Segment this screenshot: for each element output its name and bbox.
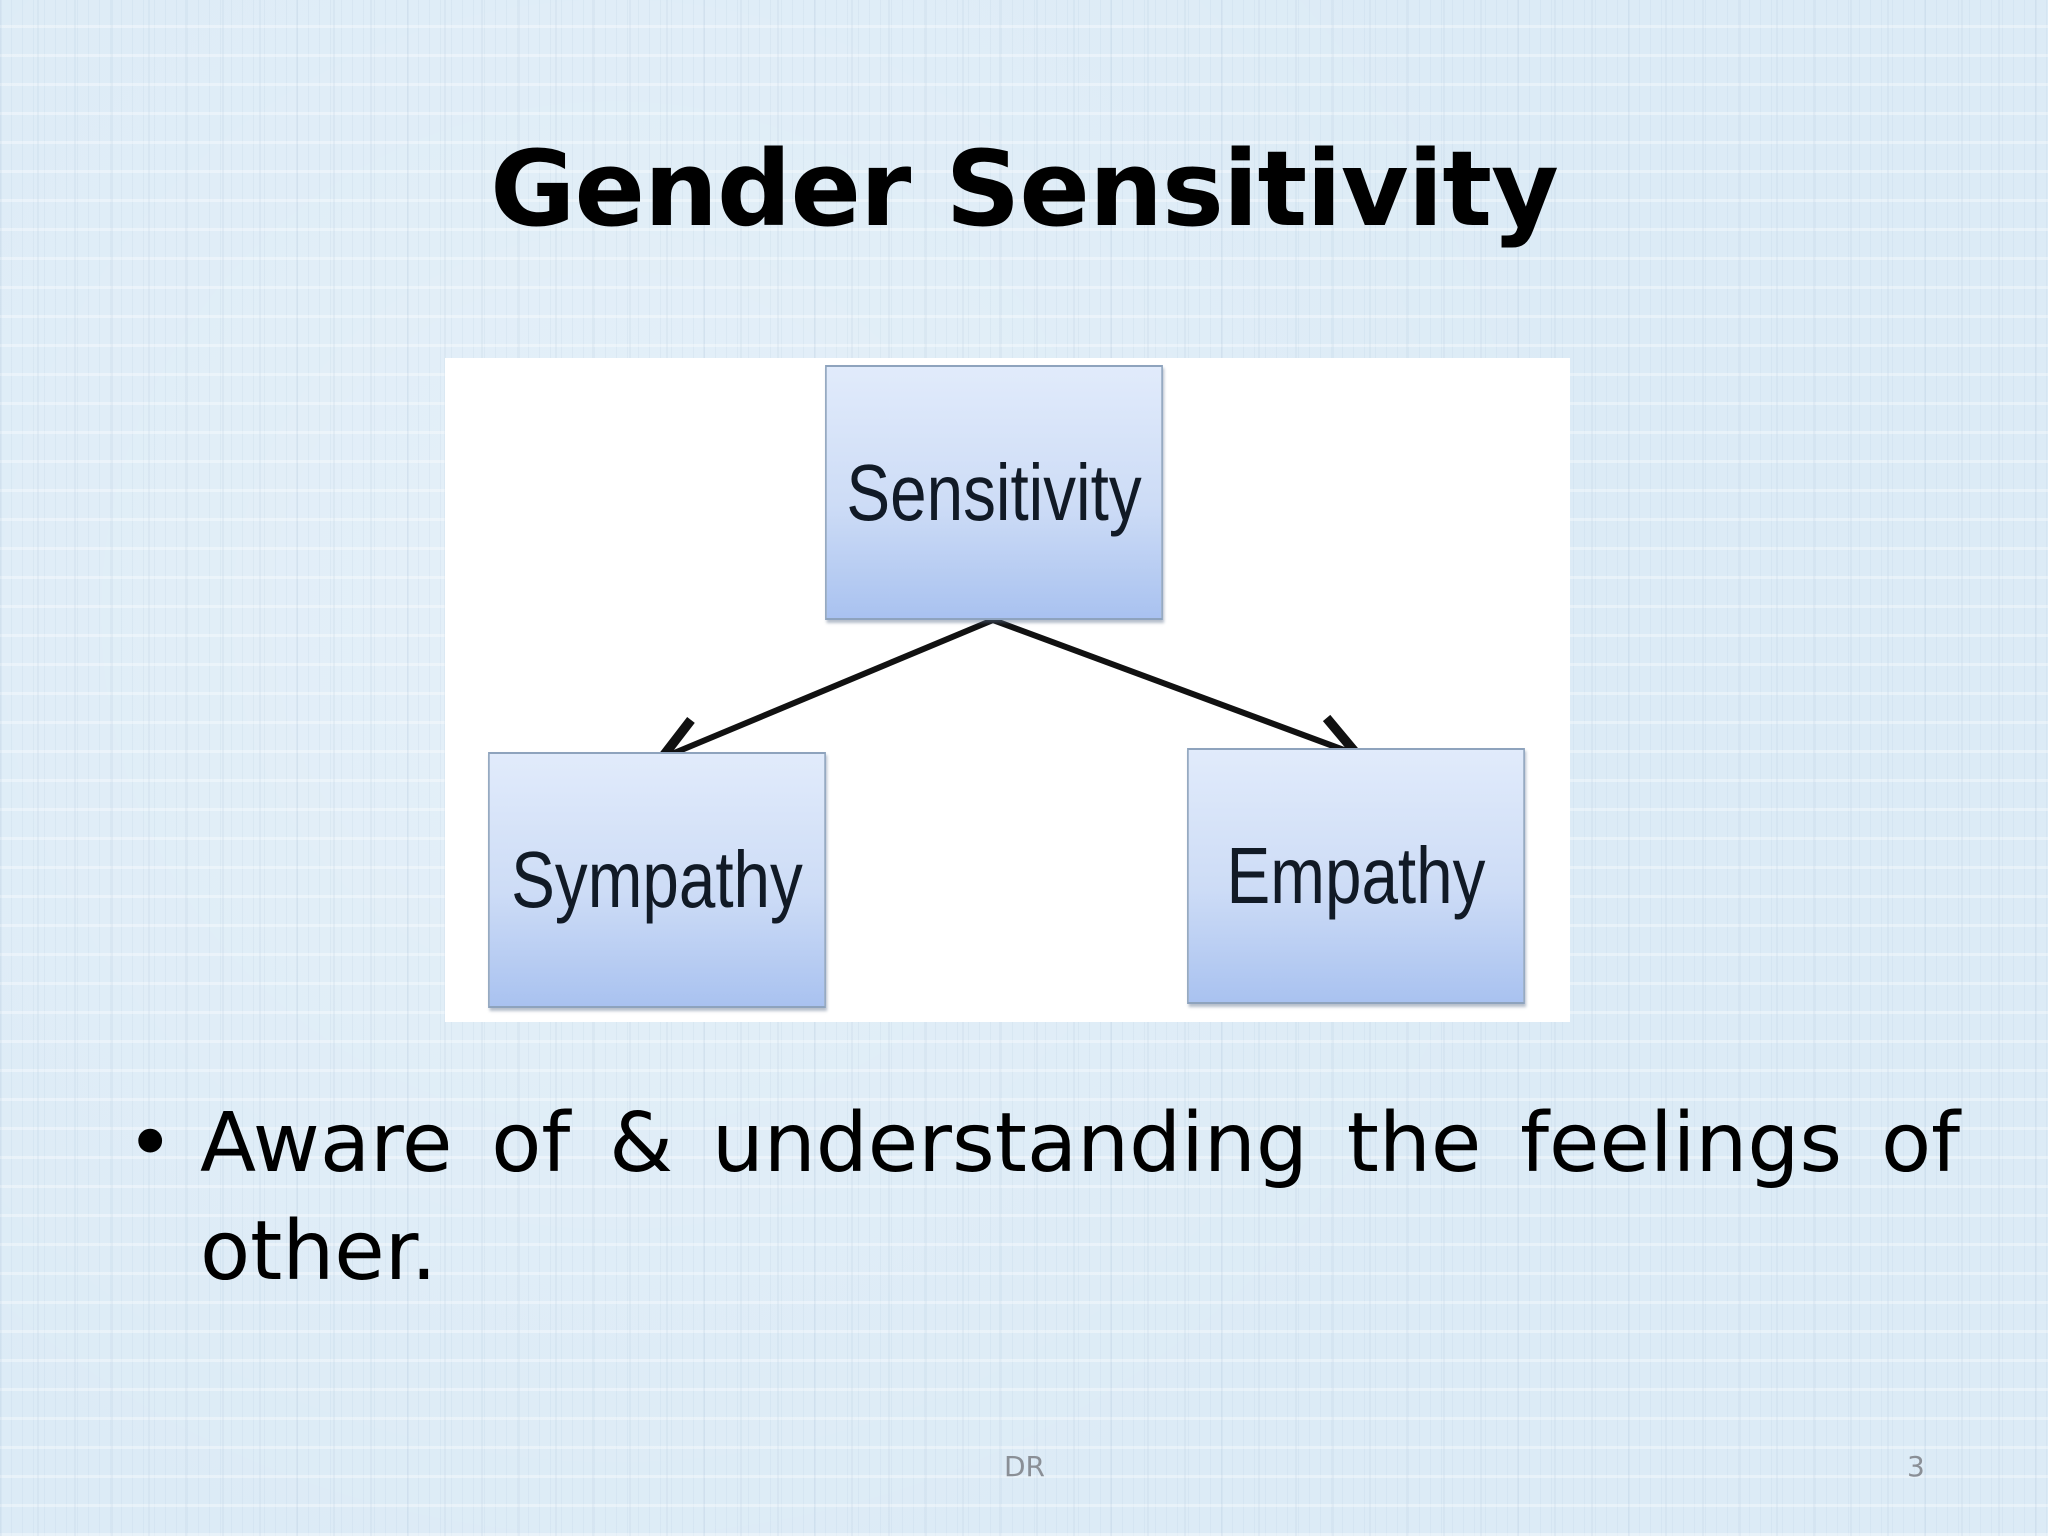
sensitivity-diagram: Sensitivity Sympathy Empathy bbox=[445, 358, 1570, 1022]
node-sensitivity-label: Sensitivity bbox=[846, 447, 1142, 537]
node-empathy: Empathy bbox=[1187, 748, 1525, 1004]
slide-number: 3 bbox=[1907, 1450, 1925, 1483]
bullet-icon: • bbox=[126, 1096, 175, 1191]
node-sensitivity: Sensitivity bbox=[825, 365, 1163, 620]
node-empathy-label: Empathy bbox=[1226, 831, 1486, 920]
node-sympathy: Sympathy bbox=[488, 752, 826, 1008]
arrow-connectors-icon bbox=[652, 617, 1367, 770]
bullet-item: Aware of & understanding the feelings of… bbox=[200, 1096, 1960, 1299]
footer-text: DR bbox=[1004, 1450, 1046, 1483]
node-sympathy-label: Sympathy bbox=[511, 835, 803, 924]
slide-title: Gender Sensitivity bbox=[490, 128, 1559, 250]
